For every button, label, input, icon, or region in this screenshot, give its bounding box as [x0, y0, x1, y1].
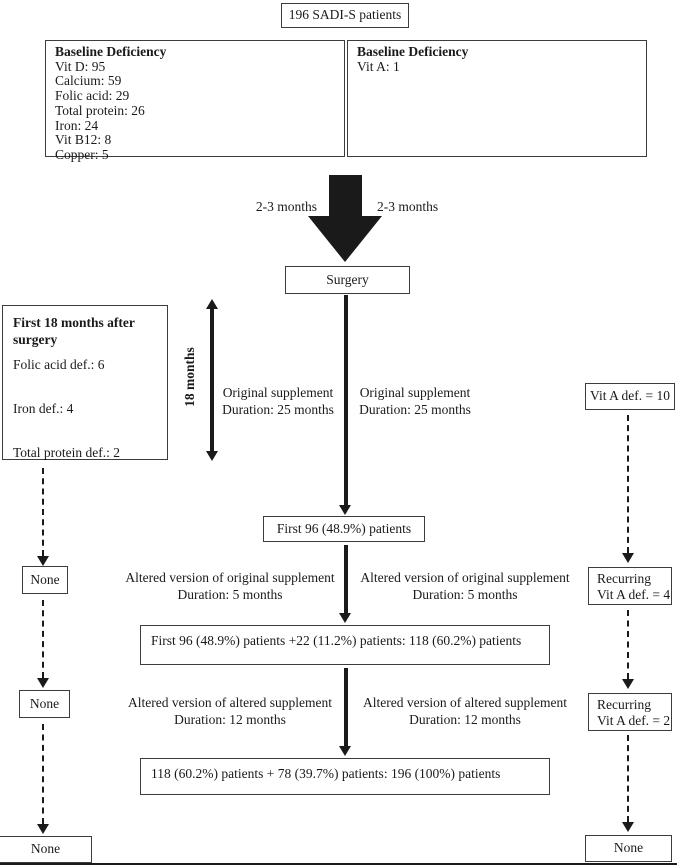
baseline-left-line: Vit B12: 8 [55, 132, 112, 148]
dashed-arrow-left-2-head [37, 678, 49, 688]
node-none-bottom-right: None [585, 835, 672, 862]
dashed-arrow-right-2-head [622, 679, 634, 689]
stage3-right-line: Altered version of altered supplement [363, 695, 567, 710]
baseline-left-line: Iron: 24 [55, 117, 99, 133]
baseline-left-line: Total protein: 26 [55, 102, 145, 118]
node-first-96-label: First 96 (48.9%) patients [276, 520, 412, 536]
stage3-left-line: Duration: 12 months [174, 711, 286, 727]
dashed-arrow-right-3 [627, 735, 629, 822]
node-none-bottom-left-label: None [30, 841, 61, 857]
dashed-arrow-left-3-head [37, 824, 49, 834]
baseline-left-title: Baseline Deficiency [55, 44, 167, 59]
node-vit-a-def-10-label: Vit A def. = 10 [590, 388, 670, 404]
node-none-left-1-label: None [30, 571, 60, 587]
node-none-bottom-left: None [0, 836, 92, 863]
stage3-label-right: Altered version of altered supplement Du… [350, 695, 580, 729]
stage1-label-right: Original supplement Duration: 25 months [352, 385, 478, 419]
baseline-right-title: Baseline Deficiency [357, 44, 469, 59]
big-down-arrow-shaft [329, 175, 362, 217]
node-none-left-2-label: None [29, 695, 60, 711]
dashed-arrow-right-1-head [622, 553, 634, 563]
first96-to-118-arrow-head [339, 613, 351, 623]
dashed-arrow-left-1-head [37, 556, 49, 566]
stage2-right-line: Altered version of original supplement [360, 570, 570, 585]
first18-title: First 18 months after surgery [13, 315, 135, 347]
node-total-patients-label: 196 SADI-S patients [288, 7, 402, 23]
baseline-left-line: Vit D: 95 [55, 58, 106, 74]
surgery-to-first96-arrow [344, 295, 348, 505]
stage1-right-line: Duration: 25 months [359, 401, 471, 417]
dashed-arrow-right-3-head [622, 822, 634, 832]
118-to-196-arrow [344, 668, 348, 746]
timeline-arrow-shaft [210, 308, 214, 452]
surgery-to-first96-arrow-head [339, 505, 351, 515]
big-down-arrow-head [308, 216, 382, 262]
figure-bottom-rule [0, 863, 677, 865]
node-118-patients: First 96 (48.9%) patients +22 (11.2%) pa… [140, 625, 550, 665]
node-surgery: Surgery [285, 266, 410, 294]
first96-to-118-arrow [344, 545, 348, 613]
node-baseline-deficiency-right: Baseline Deficiency Vit A: 1 [347, 40, 647, 157]
first18-line: Folic acid def.: 6 [13, 357, 105, 372]
recurring4-line: Recurring [597, 571, 651, 586]
dashed-arrow-left-1 [42, 468, 44, 556]
118-to-196-arrow-head [339, 746, 351, 756]
stage3-left-line: Altered version of altered supplement [128, 695, 332, 710]
stage1-left-line: Original supplement [222, 385, 334, 400]
node-recurring-vit-a-2: Recurring Vit A def. = 2 [588, 693, 672, 731]
node-196-patients: 118 (60.2%) patients + 78 (39.7%) patien… [140, 758, 550, 795]
stage2-left-line: Duration: 5 months [177, 586, 283, 602]
node-first-96: First 96 (48.9%) patients [263, 516, 425, 542]
first18-line: Total protein def.: 2 [13, 444, 121, 460]
baseline-left-line: Calcium: 59 [55, 73, 122, 89]
recurring2-line: Recurring [597, 697, 651, 712]
baseline-left-line: Copper: 5 [55, 146, 109, 162]
recurring2-line: Vit A def. = 2 [597, 713, 671, 728]
baseline-left-line: Folic acid: 29 [55, 88, 130, 104]
pre-surgery-duration-right: 2-3 months [377, 199, 439, 214]
node-118-patients-label: First 96 (48.9%) patients +22 (11.2%) pa… [151, 633, 522, 648]
dashed-arrow-left-3 [42, 724, 44, 824]
node-first-18-months: First 18 months after surgery Folic acid… [2, 305, 168, 460]
stage2-right-line: Duration: 5 months [412, 586, 518, 602]
timeline-arrow-head-up [206, 299, 218, 309]
node-surgery-label: Surgery [326, 271, 369, 287]
node-total-patients: 196 SADI-S patients [281, 3, 409, 28]
first18-line: Iron def.: 4 [13, 400, 74, 416]
node-none-left-2: None [19, 690, 70, 718]
pre-surgery-duration-left: 2-3 months [255, 199, 317, 214]
dashed-arrow-right-2 [627, 610, 629, 679]
dashed-arrow-right-1 [627, 415, 629, 553]
stage2-left-line: Altered version of original supplement [125, 570, 335, 585]
node-196-patients-label: 118 (60.2%) patients + 78 (39.7%) patien… [151, 766, 501, 781]
stage2-label-left: Altered version of original supplement D… [115, 570, 345, 604]
recurring4-line: Vit A def. = 4 [597, 587, 671, 602]
timeline-label: 18 months [182, 347, 197, 407]
stage1-left-line: Duration: 25 months [222, 401, 334, 417]
stage2-label-right: Altered version of original supplement D… [350, 570, 580, 604]
stage3-label-left: Altered version of altered supplement Du… [115, 695, 345, 729]
node-vit-a-def-10: Vit A def. = 10 [585, 383, 675, 410]
node-recurring-vit-a-4: Recurring Vit A def. = 4 [588, 567, 672, 605]
node-baseline-deficiency-left: Baseline Deficiency Vit D: 95 Calcium: 5… [45, 40, 345, 162]
dashed-arrow-left-2 [42, 600, 44, 678]
stage1-right-line: Original supplement [359, 385, 471, 400]
node-none-left-1: None [22, 566, 68, 594]
baseline-right-line: Vit A: 1 [357, 58, 400, 74]
node-none-bottom-right-label: None [613, 840, 644, 856]
timeline-arrow-head-down [206, 451, 218, 461]
stage1-label-left: Original supplement Duration: 25 months [215, 385, 341, 419]
stage3-right-line: Duration: 12 months [409, 711, 521, 727]
